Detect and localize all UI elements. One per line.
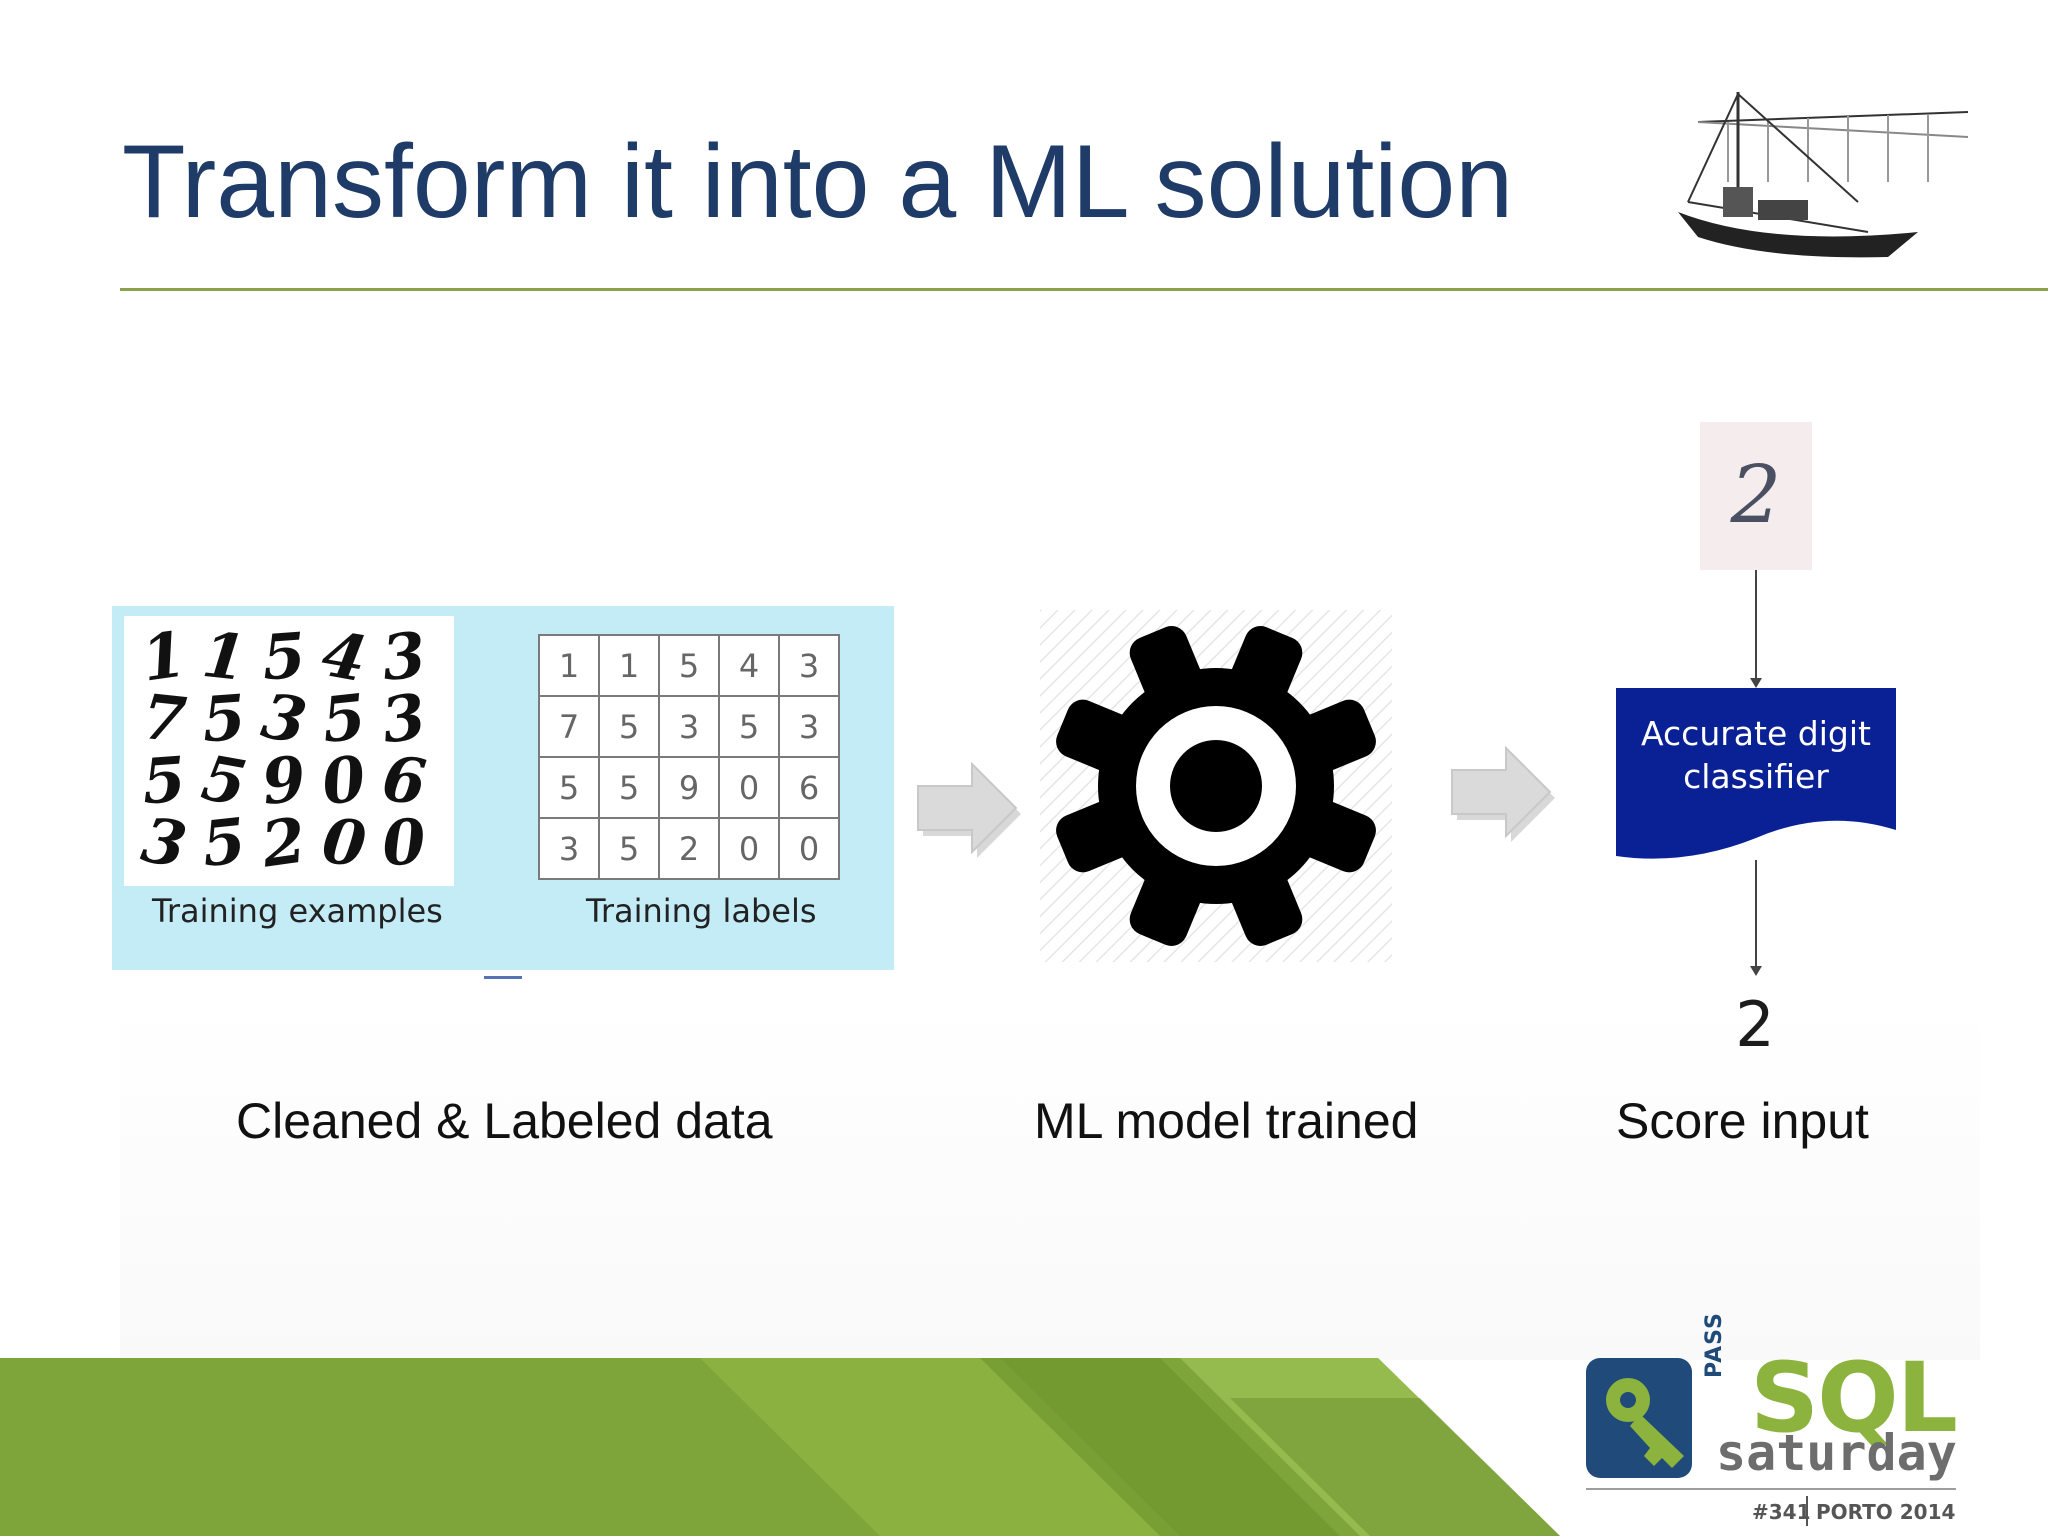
stage-label-score: Score input <box>1616 1093 1869 1149</box>
score-connectors <box>1750 570 1762 976</box>
classifier-document-shape <box>1616 688 1896 859</box>
label-cell: 6 <box>778 756 840 819</box>
labels-caption: Training labels <box>586 892 817 930</box>
label-cell: 7 <box>538 695 600 758</box>
label-cell: 5 <box>658 634 720 697</box>
handwritten-digit: 5 <box>260 619 308 695</box>
handwritten-digit: 2 <box>256 803 310 881</box>
flow-arrow-icon <box>1451 745 1555 842</box>
event-place: PORTO 2014 <box>1816 1500 1956 1524</box>
handwritten-digit: 1 <box>199 618 250 695</box>
event-separator <box>1806 1496 1808 1526</box>
label-cell: 3 <box>778 634 840 697</box>
label-cell: 5 <box>598 695 660 758</box>
footer-band <box>0 1358 1560 1536</box>
handwritten-digit: 0 <box>319 804 370 881</box>
label-cell: 3 <box>778 695 840 758</box>
rabelo-boat-logo <box>1678 92 1968 258</box>
handwritten-digit: 3 <box>379 618 430 695</box>
content-background <box>120 1000 1980 1360</box>
examples-caption: Training examples <box>152 892 443 930</box>
label-cell: 1 <box>598 634 660 697</box>
pass-wordmark: PASS <box>1702 1312 1727 1378</box>
handwritten-digit: 7 <box>139 680 190 757</box>
handwritten-digit: 5 <box>200 681 248 757</box>
label-cell: 0 <box>718 817 780 880</box>
label-cell: 5 <box>598 817 660 880</box>
flow-arrow-icon <box>917 761 1021 858</box>
sqlsaturday-logo <box>1586 1358 1692 1478</box>
label-cell: 5 <box>598 756 660 819</box>
handwritten-digit: 5 <box>199 804 250 881</box>
handwritten-digit: 1 <box>137 617 190 695</box>
label-cell: 5 <box>718 695 780 758</box>
stage-label-data: Cleaned & Labeled data <box>236 1093 773 1149</box>
input-sample-image: 2 <box>1700 422 1812 570</box>
label-cell: 4 <box>718 634 780 697</box>
label-cell: 2 <box>658 817 720 880</box>
saturday-wordmark: saturday <box>1716 1424 1957 1482</box>
label-cell: 0 <box>778 817 840 880</box>
handwritten-digit: 5 <box>140 743 188 819</box>
handwritten-digit: 9 <box>259 742 310 819</box>
output-digit: 2 <box>1735 988 1775 1061</box>
handwritten-digit: 6 <box>379 742 430 819</box>
input-sample-digit: 2 <box>1730 448 1782 541</box>
event-number: #341 <box>1752 1500 1811 1524</box>
label-cell: 1 <box>538 634 600 697</box>
handwritten-digit: 5 <box>319 680 370 757</box>
slide-title: Transform it into a ML solution <box>122 124 1514 240</box>
panel-underline <box>484 976 522 979</box>
label-cell: 5 <box>538 756 600 819</box>
stage-label-model: ML model trained <box>1034 1093 1419 1149</box>
handwritten-digit: 3 <box>377 679 430 757</box>
label-cell: 3 <box>538 817 600 880</box>
handwritten-digit: 0 <box>380 805 428 881</box>
sql-wordmark: SQL <box>1750 1342 1958 1454</box>
label-cell: 9 <box>658 756 720 819</box>
gear-icon <box>1040 610 1392 962</box>
handwritten-digit: 0 <box>317 741 370 819</box>
label-cell: 3 <box>658 695 720 758</box>
title-divider <box>120 288 2048 291</box>
label-cell: 0 <box>718 756 780 819</box>
event-divider <box>1586 1488 1956 1490</box>
classifier-label: Accurate digit classifier <box>1641 714 1871 796</box>
